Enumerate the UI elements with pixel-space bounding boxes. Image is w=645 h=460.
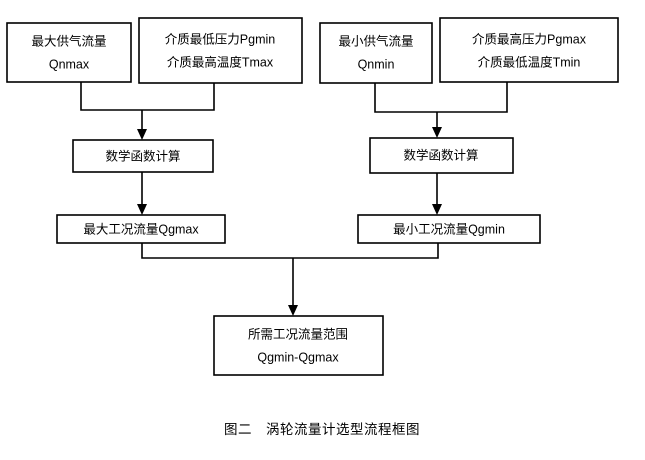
- node-label-line2: 介质最低温度Tmin: [478, 54, 581, 69]
- edge-qgmax-to-range: [141, 243, 293, 259]
- edge-maxflow-to-math-left: [80, 82, 142, 111]
- node-input-min-pressure-max-temp[interactable]: 介质最低压力Pgmin 介质最高温度Tmax: [138, 17, 303, 84]
- node-label-line2: 介质最高温度Tmax: [167, 54, 274, 69]
- node-process-math-right[interactable]: 数学函数计算: [369, 137, 514, 174]
- node-label-line2: Qnmin: [358, 57, 395, 71]
- edge-maxpressure-to-math-right: [437, 82, 508, 113]
- node-label-line1: 数学函数计算: [105, 148, 180, 163]
- node-input-max-supply-flow[interactable]: 最大供气流量 Qnmax: [6, 22, 132, 83]
- node-label-line1: 所需工况流量范围: [248, 327, 348, 341]
- edge-math-right-to-qgmin: [432, 173, 442, 215]
- node-input-min-supply-flow[interactable]: 最小供气流量 Qnmin: [319, 22, 433, 84]
- node-label-line2: Qnmax: [49, 57, 90, 71]
- node-label-line1: 最小工况流量Qgmin: [393, 222, 505, 236]
- node-input-max-pressure-min-temp[interactable]: 介质最高压力Pgmax 介质最低温度Tmin: [439, 17, 619, 83]
- edge-merge-left-to-math: [137, 110, 147, 140]
- edge-merge-bottom-to-output: [288, 258, 298, 316]
- edge-qgmin-to-range: [293, 243, 439, 259]
- figure-caption: 图二 涡轮流量计选型流程框图: [224, 422, 420, 437]
- node-result-min-working-flow[interactable]: 最小工况流量Qgmin: [357, 214, 541, 244]
- edge-merge-right-to-math: [432, 112, 442, 138]
- node-label-line2: Qgmin-Qgmax: [257, 350, 339, 364]
- edge-math-left-to-qgmax: [137, 172, 147, 215]
- node-process-math-left[interactable]: 数学函数计算: [72, 139, 214, 173]
- node-label-line1: 数学函数计算: [403, 147, 478, 162]
- node-result-max-working-flow[interactable]: 最大工况流量Qgmax: [56, 214, 226, 244]
- node-label-line1: 介质最高压力Pgmax: [472, 31, 587, 46]
- edge-minpressure-to-math-left: [142, 83, 215, 111]
- edge-minflow-to-math-right: [374, 83, 437, 113]
- node-output-required-flow-range[interactable]: 所需工况流量范围 Qgmin-Qgmax: [213, 315, 384, 376]
- node-label-line1: 最大供气流量: [31, 33, 106, 48]
- node-label-line1: 介质最低压力Pgmin: [165, 32, 275, 46]
- node-label-line1: 最小供气流量: [338, 33, 413, 48]
- node-label-line1: 最大工况流量Qgmax: [83, 222, 199, 236]
